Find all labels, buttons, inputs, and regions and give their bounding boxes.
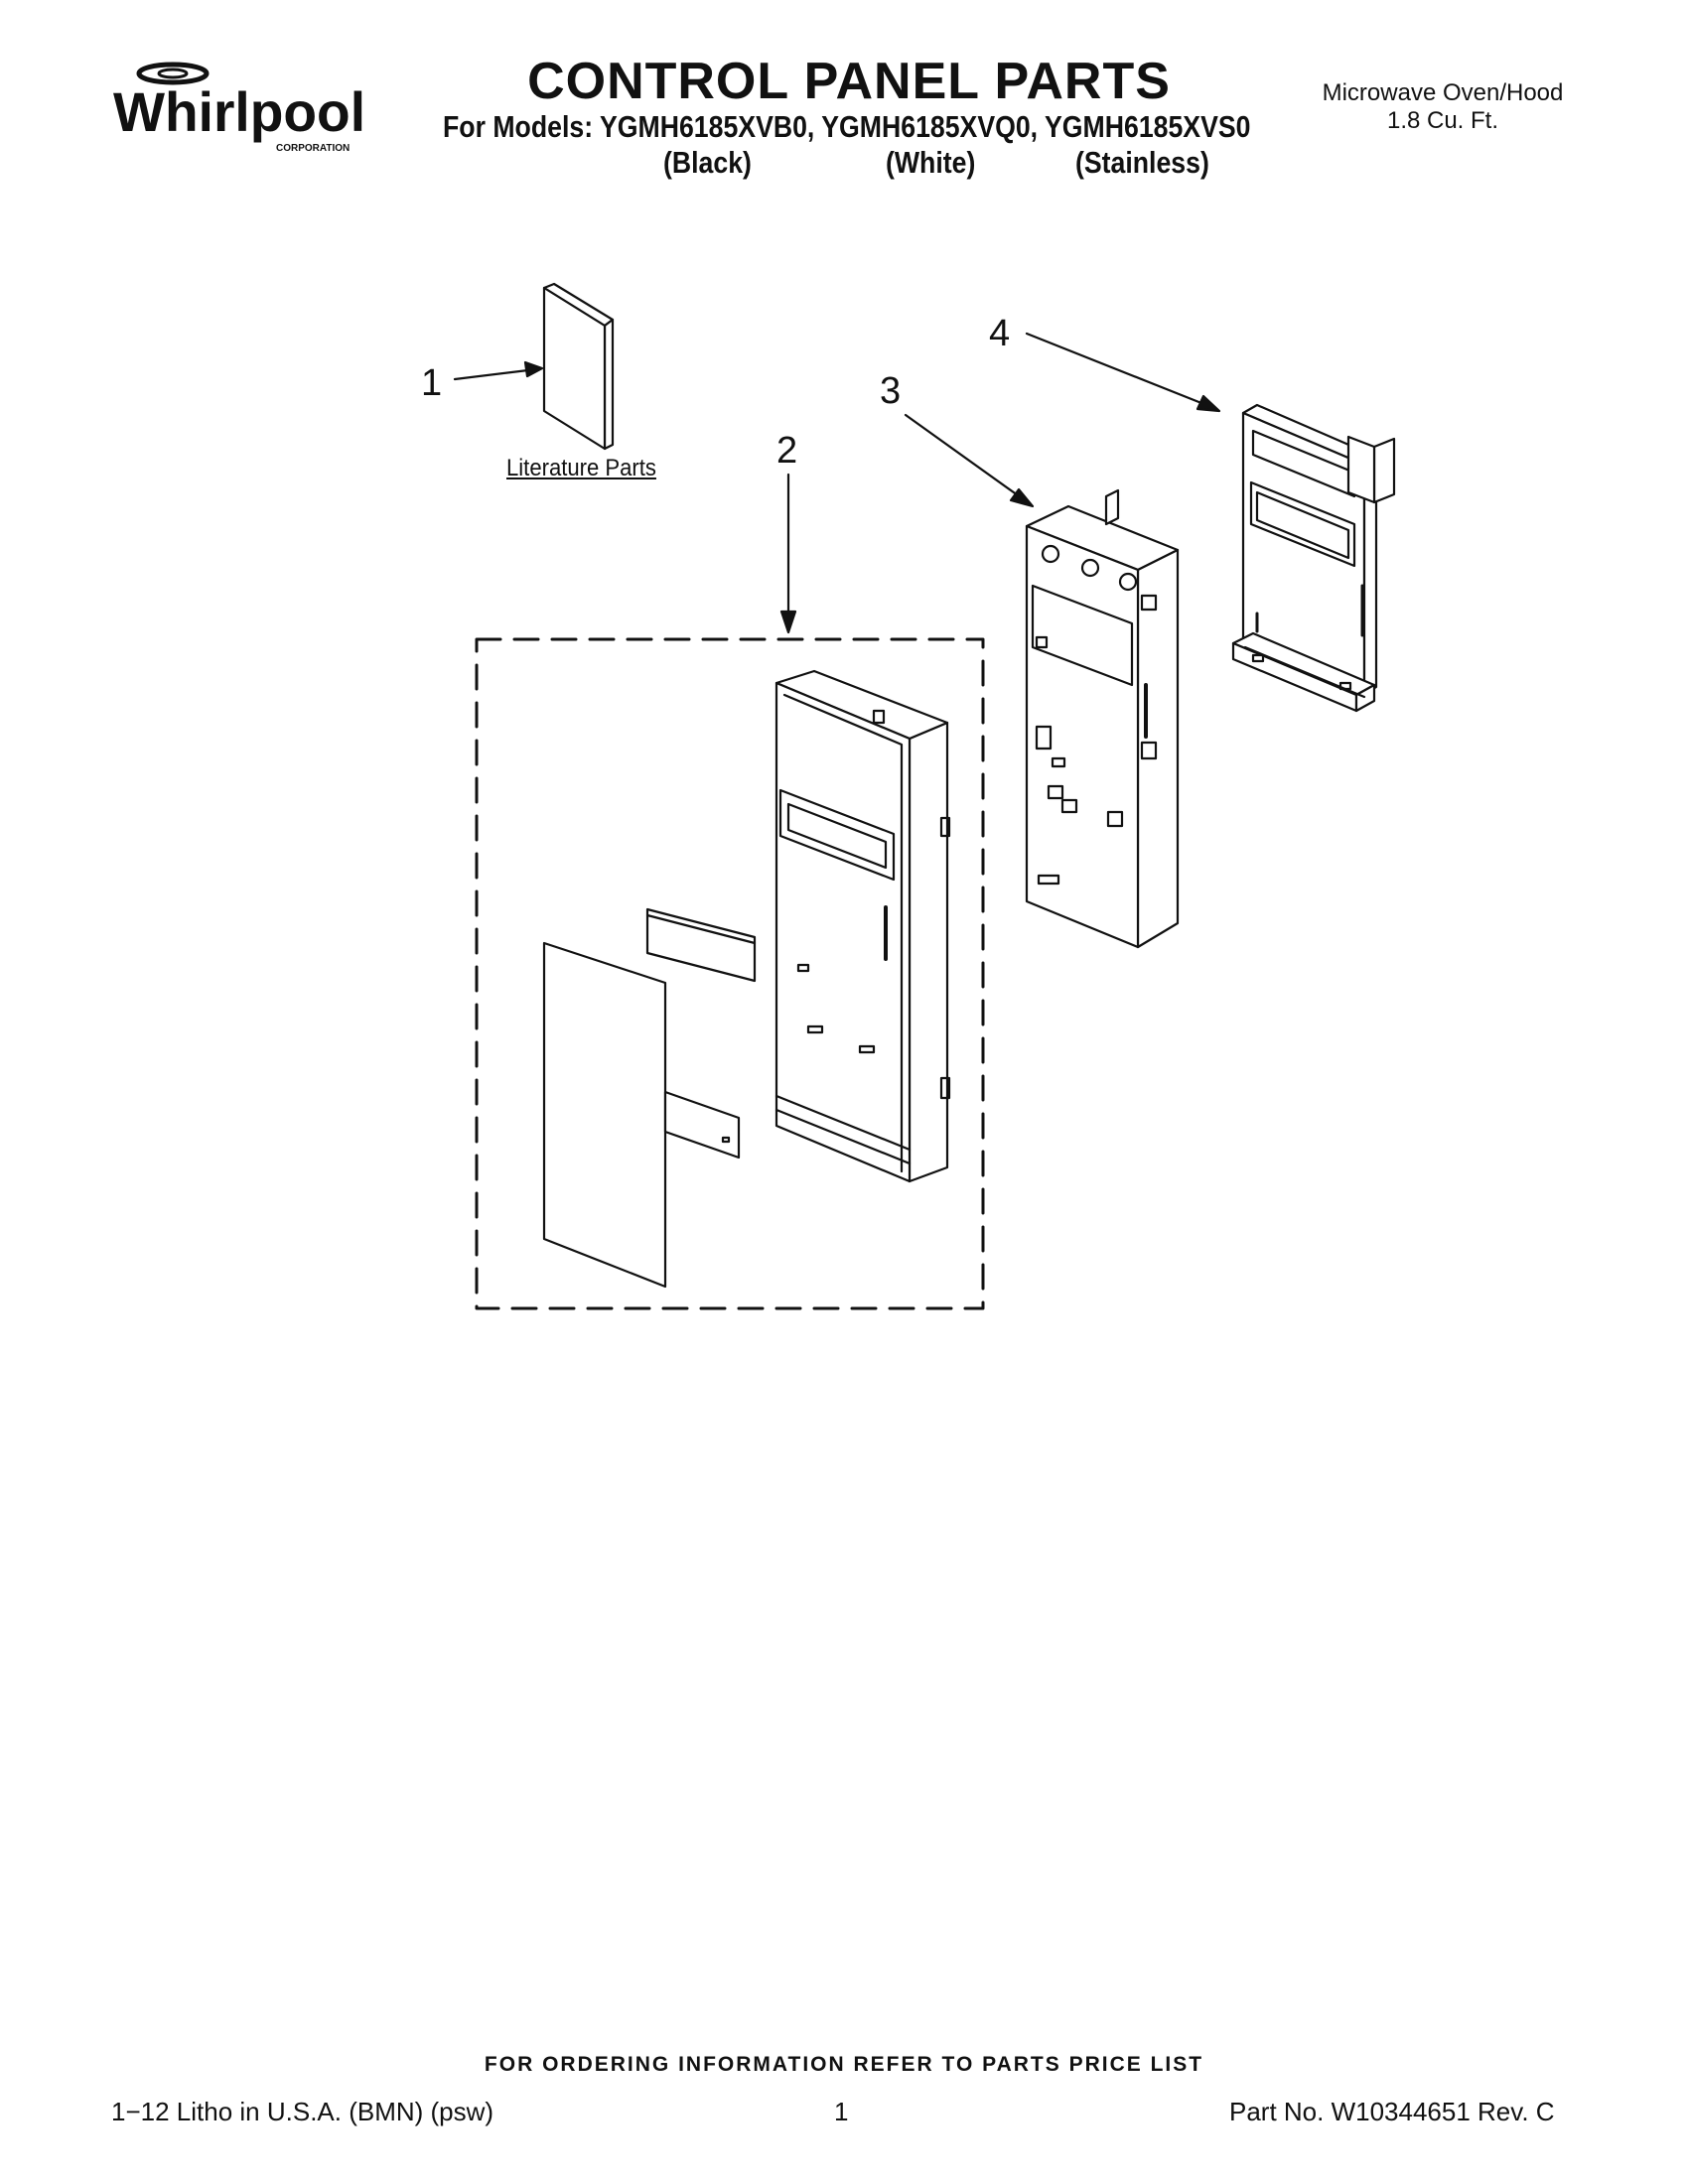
literature-parts-label: Literature Parts xyxy=(506,455,656,481)
capacity: 1.8 Cu. Ft. xyxy=(1386,107,1499,134)
whirlpool-logo: Whirlpool CORPORATION xyxy=(111,60,369,159)
callout-3: 3 xyxy=(880,370,901,412)
part-1-literature xyxy=(542,282,615,451)
brand-wordmark: Whirlpool xyxy=(113,80,365,143)
models-line: For Models: YGMH6185XVB0, YGMH6185XVQ0, … xyxy=(443,109,1251,144)
part-number: Part No. W10344651 Rev. C xyxy=(1229,2097,1555,2126)
page-title: CONTROL PANEL PARTS xyxy=(527,53,1171,110)
part-2-keypad-overlay xyxy=(542,941,667,1289)
part-3-control-frame xyxy=(1025,488,1180,949)
part-2-display-lens xyxy=(645,907,757,983)
callout-2: 2 xyxy=(776,430,797,472)
variant-black: (Black) xyxy=(663,145,752,180)
part-4-control-board xyxy=(1231,403,1396,713)
product-type: Microwave Oven/Hood xyxy=(1322,79,1564,106)
callout-arrow-1 xyxy=(453,360,544,381)
part-2-lower-label xyxy=(663,1090,741,1160)
callout-arrow-3 xyxy=(904,413,1035,508)
brand-subtitle: CORPORATION xyxy=(276,143,350,154)
part-2-control-panel xyxy=(774,669,951,1183)
ordering-note: FOR ORDERING INFORMATION REFER TO PARTS … xyxy=(484,2053,1204,2076)
page-number: 1 xyxy=(834,2097,849,2126)
litho-info: 1−12 Litho in U.S.A. (BMN) (psw) xyxy=(111,2097,494,2126)
callout-arrow-2 xyxy=(779,473,797,634)
variant-white: (White) xyxy=(886,145,976,180)
callout-4: 4 xyxy=(989,313,1010,354)
callout-arrow-4 xyxy=(1025,332,1221,413)
callout-1: 1 xyxy=(421,362,442,404)
part-2-kit-frame xyxy=(475,637,985,1310)
variant-stainless: (Stainless) xyxy=(1075,145,1209,180)
